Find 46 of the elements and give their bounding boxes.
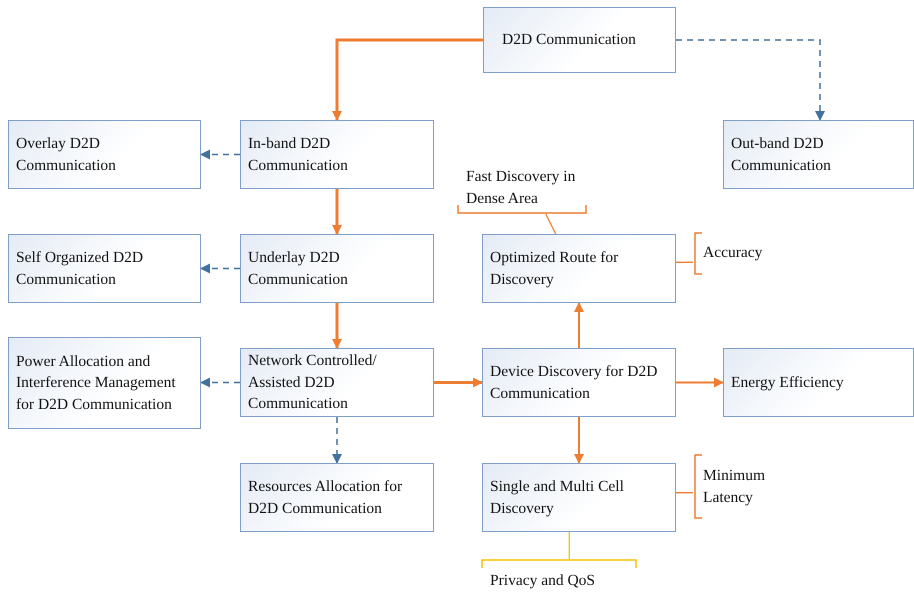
arrow (332, 38, 483, 121)
arrow (332, 417, 342, 464)
process-box (723, 120, 914, 189)
box-label: Power Allocation and Interference Management for D2D Communication (16, 352, 177, 415)
box-label: Out-band D2D Communication (731, 134, 832, 176)
process-box (482, 234, 676, 303)
process-box (723, 348, 914, 417)
leader-line (545, 214, 556, 234)
process-box (8, 120, 201, 189)
box-label: Overlay D2D Communication (16, 134, 117, 176)
box-label: Energy Efficiency (731, 372, 844, 393)
arrow (676, 39, 825, 121)
annotation-text: Accuracy (703, 243, 764, 263)
process-box (483, 7, 676, 73)
leader-line (676, 492, 693, 494)
leader-line (568, 532, 570, 559)
box-label: Single and Multi Cell Discovery (490, 477, 625, 518)
box-label: Resources Allocation for D2D Communication (248, 477, 404, 518)
process-box (8, 337, 201, 429)
box-label: Self Organized D2D Communication (16, 248, 144, 290)
arrow (332, 189, 342, 235)
process-box (240, 234, 434, 303)
box-label: Network Controlled/ Assisted D2D Communication (248, 351, 378, 414)
arrow (676, 378, 724, 388)
box-label: D2D Communication (502, 30, 636, 50)
box-label: In-band D2D Communication (248, 134, 349, 176)
box-label: Device Discovery for D2D Communication (490, 362, 658, 404)
process-box (240, 120, 434, 189)
arrow (332, 303, 342, 349)
arrow (574, 417, 584, 464)
arrow (200, 264, 240, 274)
annotation-text: Fast Discovery in Dense Area (466, 167, 576, 208)
arrow (434, 378, 483, 388)
process-box (240, 463, 434, 532)
arrow (574, 302, 584, 348)
box-label: Optimized Route for Discovery (490, 248, 620, 290)
box-label: Underlay D2D Communication (248, 248, 349, 290)
process-box (482, 348, 676, 417)
annotation-text: Minimum Latency (703, 466, 766, 508)
annotation-text: Privacy and QoS (490, 571, 596, 591)
arrow (200, 150, 240, 160)
process-box (240, 348, 434, 417)
process-box (8, 234, 201, 303)
arrow (200, 378, 240, 388)
leader-line (676, 262, 693, 263)
process-box (482, 463, 676, 532)
